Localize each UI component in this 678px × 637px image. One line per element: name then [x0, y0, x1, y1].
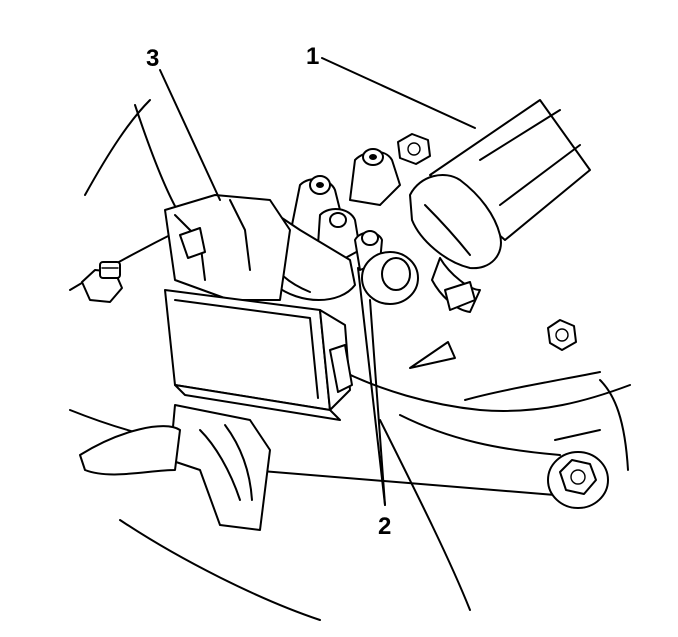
lower-bracket: [79, 404, 271, 531]
mounting-plate: [164, 289, 353, 421]
leader-2: [357, 267, 386, 506]
left-bolt: [81, 261, 123, 303]
callout-leaders: [159, 57, 476, 506]
body-structure: [69, 99, 631, 621]
leader-1: [321, 57, 476, 129]
leader-2b: [369, 299, 386, 506]
callout-3: 3: [146, 45, 159, 72]
upper-bolt: [397, 133, 431, 165]
callout-1: 1: [306, 43, 319, 70]
column-housing: [164, 194, 291, 301]
leader-3: [159, 69, 221, 201]
right-bolt: [547, 319, 577, 351]
steering-column-tube: [409, 99, 591, 313]
lower-right-bolt: [547, 451, 609, 509]
callout-2: 2: [378, 513, 391, 540]
wedge-tab: [409, 281, 476, 369]
